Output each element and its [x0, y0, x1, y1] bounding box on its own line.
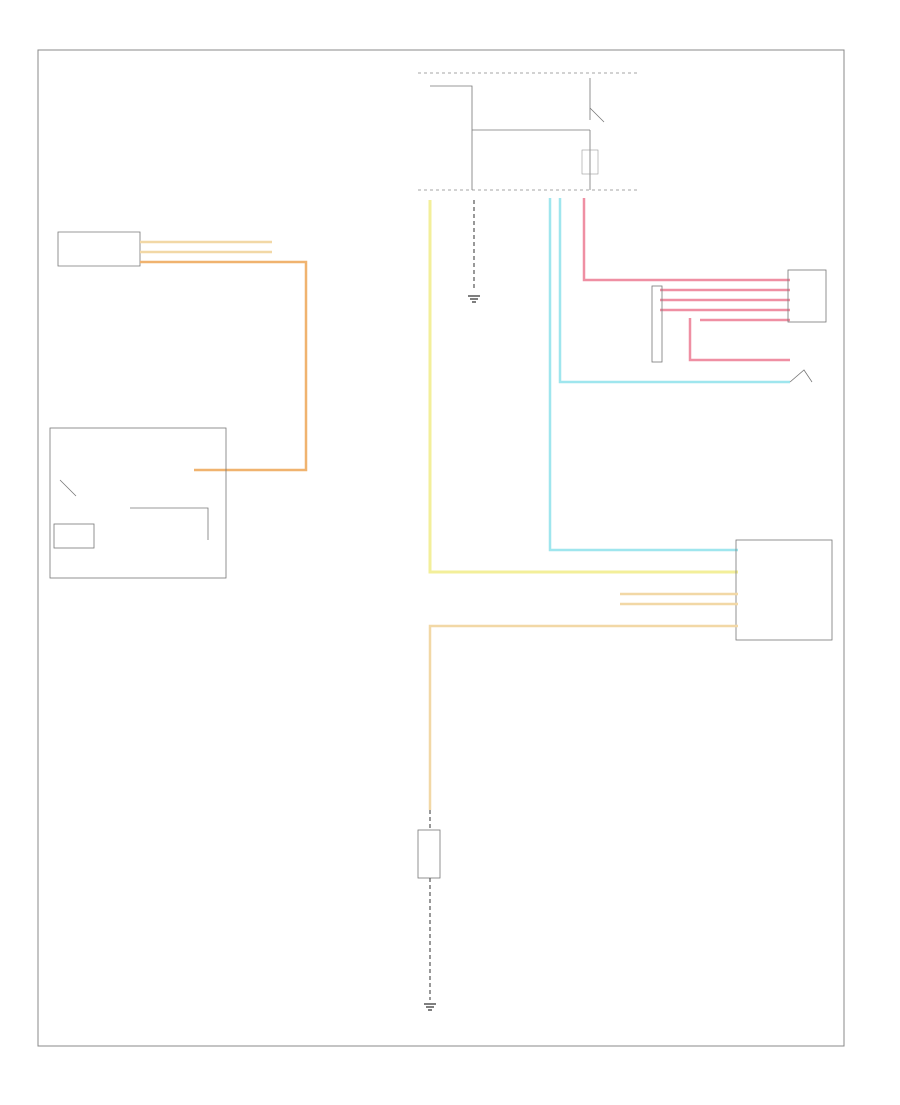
cyan-wire-main	[548, 198, 738, 552]
pink-wire-4	[688, 318, 790, 362]
yellow-wire	[428, 200, 738, 574]
engine-module-box	[57, 231, 141, 267]
fuse-icon	[581, 149, 599, 175]
rear-lamp-box	[787, 269, 827, 323]
splice-block	[651, 285, 663, 363]
tcm-box	[53, 523, 95, 549]
pink-wire-feed	[582, 198, 790, 282]
transmission-box	[49, 427, 227, 579]
relay-switch-icon	[589, 107, 605, 123]
tcm-switch-icon	[59, 479, 77, 497]
tcm-wire	[130, 507, 209, 540]
cyan-wire-stop-switch	[558, 198, 790, 384]
tan-wire-down	[428, 624, 738, 810]
orange-wire	[140, 260, 308, 472]
hot-feed-wire	[430, 85, 473, 130]
switch-box	[417, 829, 441, 879]
trailer-module-box	[735, 539, 833, 641]
ground-icon-1	[468, 295, 480, 303]
ground-icon-2	[424, 1003, 436, 1011]
diagram-frame	[37, 49, 845, 1047]
stop-switch-icon	[789, 369, 813, 383]
